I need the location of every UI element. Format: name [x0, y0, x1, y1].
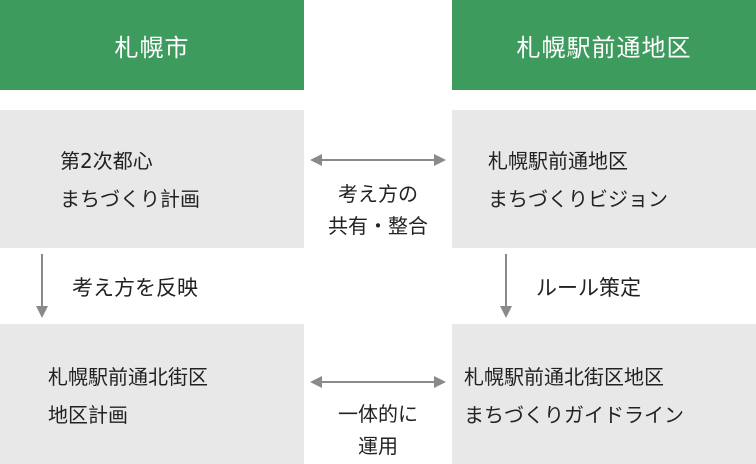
header-sapporo-city: 札幌市	[0, 0, 304, 90]
box-district-plan: 札幌駅前通北街区 地区計画	[0, 324, 304, 464]
share-alignment-label: 考え方の 共有・整合	[304, 178, 452, 242]
label-line: 共有・整合	[328, 214, 428, 238]
box-city-center-plan: 第2次都心 まちづくり計画	[0, 110, 304, 248]
box-line: まちづくりガイドライン	[464, 403, 684, 427]
box-line: 第2次都心	[60, 149, 153, 173]
double-arrow-icon	[308, 372, 448, 392]
header-right-label: 札幌駅前通地区	[516, 33, 692, 62]
rule-setting-label: ルール策定	[536, 276, 641, 300]
box-line: 地区計画	[48, 403, 128, 427]
header-left-label: 札幌市	[114, 33, 190, 62]
box-line: 札幌駅前通地区	[488, 149, 628, 173]
box-line: 札幌駅前通北街区地区	[464, 365, 664, 389]
box-ekimae-vision: 札幌駅前通地区 まちづくりビジョン	[452, 110, 756, 248]
box-guideline: 札幌駅前通北街区地区 まちづくりガイドライン	[452, 324, 756, 464]
double-arrow-icon	[308, 150, 448, 170]
reflect-ideas-label: 考え方を反映	[72, 276, 198, 300]
header-ekimae-district: 札幌駅前通地区	[452, 0, 756, 90]
box-line: まちづくり計画	[60, 187, 200, 211]
label-line: 運用	[358, 434, 398, 458]
box-line: 札幌駅前通北街区	[48, 365, 208, 389]
label-line: 一体的に	[338, 402, 418, 426]
box-line: まちづくりビジョン	[488, 187, 668, 211]
down-arrow-icon	[496, 254, 516, 320]
integrated-operation-label: 一体的に 運用	[304, 398, 452, 462]
label-line: 考え方の	[338, 182, 418, 206]
down-arrow-icon	[32, 254, 52, 320]
